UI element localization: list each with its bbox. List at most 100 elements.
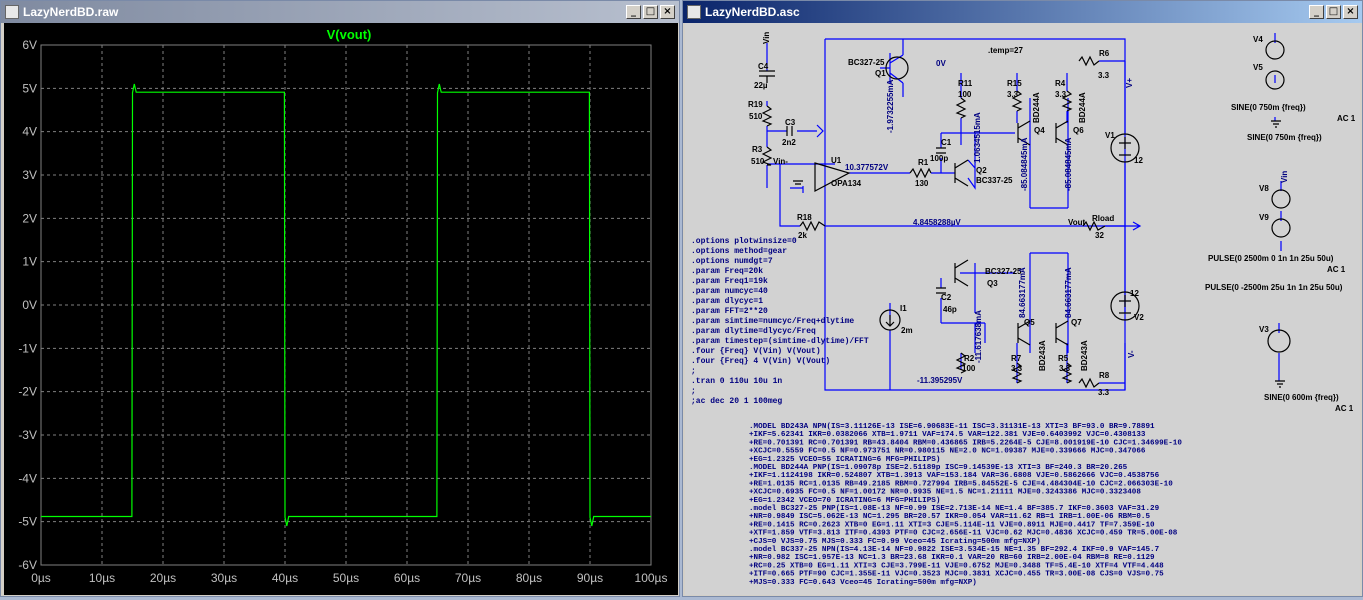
r8-symbol <box>1078 377 1100 389</box>
q5-symbol <box>1017 320 1031 346</box>
directive-line: .four {Freq} V(Vin) V(Vout) <box>691 347 821 356</box>
directive-line: .options method=gear <box>691 247 787 256</box>
i1-symbol <box>879 309 901 331</box>
model-line: +RE=0.1415 RC=0.2623 XTB=0 EG=1.11 XTI=3… <box>749 521 1155 529</box>
q4-current: -85.084845mA <box>1020 137 1029 191</box>
model-line: +IKF=5.62341 IKR=0.0382066 XTB=1.9711 VA… <box>749 431 1146 439</box>
q4-model: BD244A <box>1032 92 1041 123</box>
v2-symbol <box>1110 291 1140 321</box>
q5-label: Q5 <box>1024 318 1035 327</box>
r1-symbol <box>909 167 932 179</box>
close-icon: × <box>1346 6 1355 17</box>
u1-model: OPA134 <box>831 179 862 188</box>
waveform-titlebar[interactable]: LazyNerdBD.raw _ □ × <box>1 1 679 23</box>
y-tick-label: 2V <box>22 211 37 225</box>
v8-label: V8 <box>1259 184 1269 193</box>
directive-line: .param FFT=2**20 <box>691 307 768 316</box>
v4-symbol <box>1265 40 1285 60</box>
maximize-button[interactable]: □ <box>643 5 658 19</box>
close-button[interactable]: × <box>660 5 675 19</box>
minimize-button[interactable]: _ <box>1309 5 1324 19</box>
model-line: +CJS=0 VJS=0.75 MJS=0.333 FC=0.99 Vceo=4… <box>749 538 1041 546</box>
c4-value: 22µ <box>754 81 768 90</box>
r4-label: R4 <box>1055 79 1066 88</box>
model-line: +RE=1.0135 RC=1.0135 RB=49.2185 RBM=0.72… <box>749 480 1173 488</box>
directive-line: .param dlycyc=1 <box>691 297 763 306</box>
model-line: +EG=1.2325 VCEO=55 ICRATING=6 MFG=PHILIP… <box>749 456 940 464</box>
r18-value: 2k <box>798 231 807 240</box>
vout-net-label: Vout <box>1068 218 1086 227</box>
y-tick-label: -3V <box>18 428 37 442</box>
c3-value: 2n2 <box>782 138 796 147</box>
directive-line: .options numdgt=7 <box>691 257 773 266</box>
v8-function: PULSE(0 -2500m 25u 1n 1n 25u 50u) <box>1205 283 1343 292</box>
model-line: +EG=1.2342 VCEO=70 ICRATING=6 MFG=PHILIP… <box>749 497 940 505</box>
directive-line: .param simtime=numcyc/Freq+dlytime <box>691 317 854 326</box>
directive-line: .param timestep=(simtime-dlytime)/FFT <box>691 337 869 346</box>
vin-minus-label: Vin- <box>773 157 788 166</box>
vin-right-net-label: Vin <box>1280 171 1289 183</box>
directive-line: .tran 0 110u 10u 1n <box>691 377 782 386</box>
q7-current: 84.663177mA <box>1064 267 1073 318</box>
r7-value: 3.3 <box>1011 364 1023 373</box>
y-tick-label: 5V <box>22 81 37 95</box>
c3-label: C3 <box>785 118 796 127</box>
c2-symbol <box>936 287 946 294</box>
r1-label: R1 <box>918 158 929 167</box>
q5-model: BD243A <box>1038 340 1047 371</box>
q1-current: -1.9732255mA <box>886 79 895 133</box>
r19-label: R19 <box>748 100 763 109</box>
model-line: +ITF=0.665 PTF=90 CJC=1.355E-11 VJC=0.35… <box>749 571 1164 579</box>
minimize-button[interactable]: _ <box>626 5 641 19</box>
waveform-chart[interactable]: V(vout) 6V5V4V3V2V1V0V-1V-2V-3V-4V-5V-6V… <box>4 23 678 595</box>
model-line: +NR=0.982 ISC=1.957E-13 NC=1.3 BR=23.68 … <box>749 554 1155 562</box>
i1-label: I1 <box>900 304 907 313</box>
v1-symbol <box>1110 133 1140 163</box>
y-tick-label: 1V <box>22 255 37 269</box>
y-tick-label: 3V <box>22 168 37 182</box>
model-line: +RE=0.701391 RC=0.701391 RB=43.8404 RBM=… <box>749 439 1182 447</box>
wires <box>766 33 1282 391</box>
output-voltage: 4.8458288µV <box>913 218 961 227</box>
r5-value: 3.3 <box>1059 364 1071 373</box>
schematic-titlebar[interactable]: LazyNerdBD.asc _ □ × <box>683 1 1362 23</box>
model-line: +XCJC=0.5559 FC=0.5 NF=0.973751 NR=0.980… <box>749 448 1146 456</box>
schematic-sheet[interactable]: Vin C4 22µ R19 510 C3 2n2 R3 510 Vin- U1… <box>685 23 1360 595</box>
v5-function: SINE(0 750m {freq}) <box>1231 103 1306 112</box>
r7-label: R7 <box>1011 354 1022 363</box>
directive-line: .param dlytime=dlycyc/Freq <box>691 327 816 336</box>
close-button[interactable]: × <box>1343 5 1358 19</box>
maximize-icon: □ <box>645 6 656 17</box>
schematic-window[interactable]: LazyNerdBD.asc _ □ × <box>682 0 1363 597</box>
x-tick-label: 0µs <box>31 571 51 585</box>
model-line: .model BC327-25 PNP(IS=1.08E-13 NF=0.99 … <box>749 505 1160 513</box>
model-line: .MODEL BD244A PNP(IS=1.09078p ISE=2.5118… <box>749 464 1128 472</box>
trace-label[interactable]: V(vout) <box>327 27 372 42</box>
c1-symbol <box>936 147 946 154</box>
v9-function: PULSE(0 2500m 0 1n 1n 25u 50u) <box>1208 254 1334 263</box>
v3-ac: AC 1 <box>1335 404 1354 413</box>
schematic-canvas[interactable]: Vin C4 22µ R19 510 C3 2n2 R3 510 Vin- U1… <box>685 23 1360 595</box>
maximize-button[interactable]: □ <box>1326 5 1341 19</box>
model-line: +XCJC=0.6935 FC=0.5 NF=1.00172 NR=0.9935… <box>749 489 1141 497</box>
v9-ac: AC 1 <box>1327 265 1346 274</box>
c2-current: -11.617638mA <box>974 310 983 363</box>
q7-symbol <box>1055 320 1069 346</box>
r15-value: 3.3 <box>1007 90 1019 99</box>
model-line: +RC=0.25 XTB=0 EG=1.11 XTI=3 CJE=3.799E-… <box>749 562 1164 570</box>
r18-label: R18 <box>797 213 812 222</box>
y-tick-label: 4V <box>22 125 37 139</box>
minimize-icon: _ <box>631 6 636 17</box>
r8-value: 3.3 <box>1098 388 1110 397</box>
vminus-net-label: V- <box>1127 350 1136 358</box>
q7-model: BD243A <box>1080 340 1089 371</box>
v3-label: V3 <box>1259 325 1269 334</box>
spice-directives: .options plotwinsize=0.options method=ge… <box>691 237 869 406</box>
model-line: .MODEL BD243A NPN(IS=3.11126E-13 ISE=6.9… <box>749 423 1155 431</box>
schematic-app-icon <box>687 5 701 19</box>
v8-symbol <box>1271 189 1291 209</box>
directive-line: .options plotwinsize=0 <box>691 237 797 246</box>
v4-function: SINE(0 750m {freq}) <box>1247 133 1322 142</box>
